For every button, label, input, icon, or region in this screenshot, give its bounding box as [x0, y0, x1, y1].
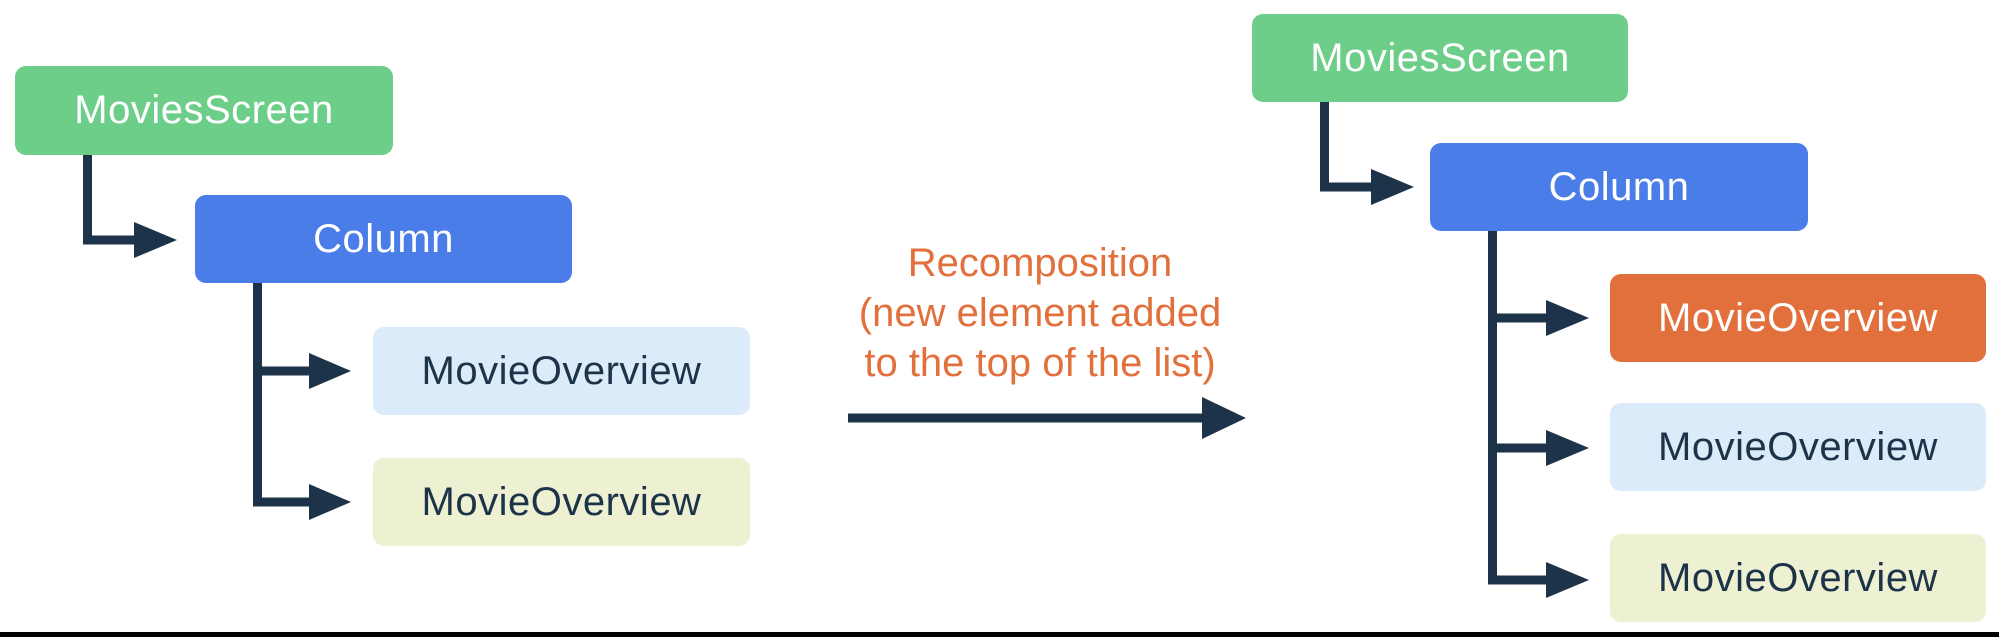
arrowhead-left-root-to-column-icon	[134, 222, 177, 258]
right-tree-movieoverview-new: MovieOverview	[1610, 274, 1986, 362]
arrowhead-right-root-to-column-icon	[1371, 169, 1414, 205]
right-tree-movieoverview-2: MovieOverview	[1610, 403, 1986, 491]
right-tree-root-moviesscreen: MoviesScreen	[1252, 14, 1628, 102]
left-tree-column: Column	[195, 195, 572, 283]
transition-annotation: Recomposition (new element added to the …	[840, 238, 1240, 388]
arrowhead-right-branch-1-icon	[1546, 300, 1589, 336]
transition-line-1: Recomposition	[907, 241, 1173, 285]
transition-line-3: to the top of the list)	[864, 341, 1216, 385]
right-tree-column: Column	[1430, 143, 1808, 231]
right-tree-movieoverview-3: MovieOverview	[1610, 534, 1986, 622]
transition-arrowhead-icon	[1202, 397, 1246, 439]
left-tree-root-moviesscreen: MoviesScreen	[15, 66, 393, 155]
connector-right-root-to-column	[1320, 102, 1375, 192]
arrowhead-left-branch-2-icon	[309, 484, 351, 520]
bottom-border-rule	[0, 632, 1999, 637]
arrowhead-left-branch-1-icon	[309, 353, 351, 389]
left-tree-movieoverview-2: MovieOverview	[373, 458, 750, 546]
arrowhead-right-branch-3-icon	[1546, 562, 1589, 598]
transition-line-2: (new element added	[858, 291, 1222, 335]
left-tree-movieoverview-1: MovieOverview	[373, 327, 750, 415]
connector-left-root-to-column	[83, 155, 138, 245]
arrowhead-right-branch-2-icon	[1546, 430, 1589, 466]
